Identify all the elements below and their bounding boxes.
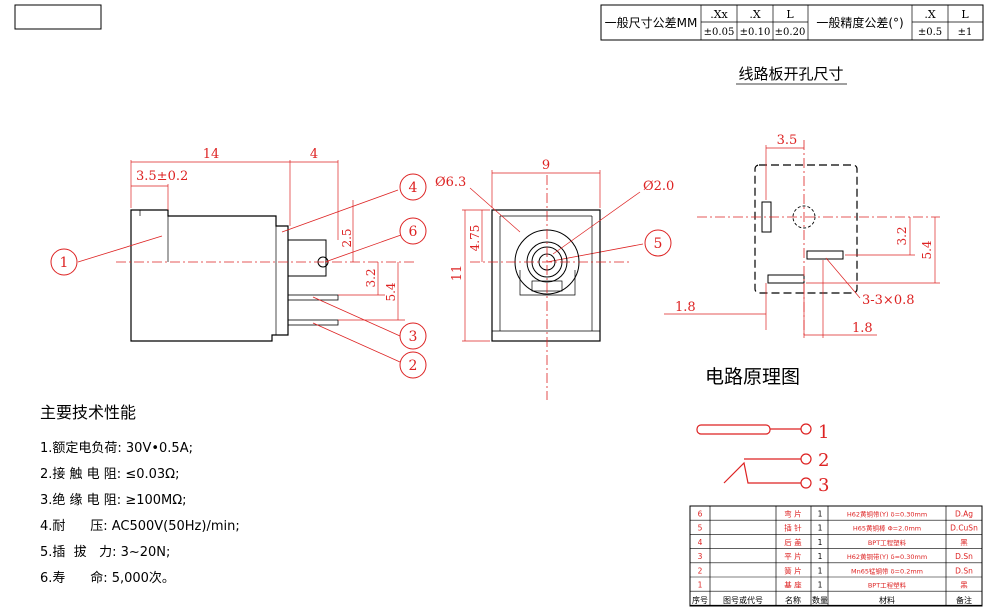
spec-item: 1.额定电负荷: 30V•0.5A;	[40, 441, 193, 456]
bom-cell-note: D.Ag	[955, 510, 973, 519]
specs-block: 主要技术性能 1.额定电负荷: 30V•0.5A; 2.接 触 电 阻: ≤0.…	[40, 403, 240, 586]
tol-mm-val: ±0.10	[740, 27, 771, 38]
bom-cell-note: 黑	[960, 538, 968, 547]
pcb-dim-top: 3.5	[777, 133, 798, 148]
spec-item: 5.插 拔 力: 3~20N;	[40, 545, 170, 560]
bom-cell-no: 2	[698, 566, 703, 575]
bom-cell-mat: H62黄铜带(Y) δ=0.30mm	[847, 552, 927, 561]
bom-cell-name: 插 针	[784, 523, 802, 533]
callout-2: 2	[409, 358, 418, 374]
bom-header: 数量	[812, 595, 828, 605]
bom-cell-note: D.CuSn	[950, 524, 978, 533]
dim-total-length: 14	[203, 147, 220, 162]
bom-cell-note: 黑	[960, 581, 968, 590]
spec-item: 4.耐 压: AC500V(50Hz)/min;	[40, 519, 240, 534]
dim-front-v1: 4.75	[468, 225, 482, 252]
bom-header: 序号	[692, 595, 708, 605]
bom-cell-note: D.Sn	[955, 552, 973, 561]
title-box	[14, 4, 102, 30]
dim-side-v3: 5.4	[384, 282, 398, 301]
bom-cell-name: 平 片	[784, 551, 801, 561]
bom-header: 材料	[879, 595, 895, 605]
pcb-title: 线路板开孔尺寸	[738, 65, 843, 83]
tol-mm-col: .X	[749, 8, 760, 21]
dim-side-v1: 2.5	[340, 228, 354, 247]
callout-3: 3	[409, 329, 418, 345]
tolerance-table: 一般尺寸公差MM .Xx .X L ±0.05 ±0.10 ±0.20 一般精度…	[600, 4, 984, 41]
tol-deg-col: .X	[924, 8, 935, 21]
tol-mm-val: ±0.05	[704, 27, 735, 38]
bom-cell-name: 弯 片	[784, 509, 801, 519]
spec-item: 3.绝 缘 电 阻: ≥100MΩ;	[40, 492, 187, 508]
dim-front-width: 9	[542, 158, 550, 173]
dim-dia-pin: Ø2.0	[643, 179, 674, 194]
bom-header: 备注	[956, 595, 972, 605]
pcb-dim-bottom: 1.8	[852, 321, 873, 336]
tol-deg-val: ±1	[958, 27, 973, 38]
specs-title: 主要技术性能	[40, 403, 136, 422]
tol-deg-col: L	[961, 8, 969, 21]
bom-cell-name: 后 盖	[784, 537, 802, 547]
callout-4-balloon	[399, 173, 427, 201]
bom-header: 名称	[785, 595, 801, 605]
circuit-pin-3: 3	[818, 475, 829, 496]
callout-1-balloon	[50, 248, 78, 276]
bom-cell-qty: 1	[818, 581, 823, 590]
bom-cell-name: 簧 片	[784, 565, 801, 575]
circuit-pin-2: 2	[818, 450, 829, 471]
callout-1: 1	[60, 255, 69, 271]
pcb-dim-slot: 3-3×0.8	[862, 293, 915, 308]
callout-2-balloon	[399, 351, 427, 379]
pcb-dim-left: 1.8	[675, 300, 696, 315]
tol-mm-col: L	[786, 8, 794, 21]
bom-cell-no: 4	[698, 538, 703, 547]
bom-header: 图号或代号	[723, 595, 763, 605]
tol-deg-val: ±0.5	[918, 27, 942, 38]
callout-3-balloon	[399, 322, 427, 350]
circuit-title: 电路原理图	[705, 366, 800, 388]
callout-6: 6	[409, 224, 418, 240]
callout-5-balloon	[644, 229, 672, 257]
bom-cell-no: 6	[698, 510, 703, 519]
bom-cell-mat: Mn65锰钢带 δ=0.2mm	[851, 566, 923, 575]
callout-6-balloon	[399, 217, 427, 245]
dim-side-v2: 3.2	[364, 268, 378, 287]
circuit-diagram: 电路原理图 1 2 3	[696, 366, 829, 496]
dim-dia-outer: Ø6.3	[435, 175, 466, 190]
tol-mm-col: .Xx	[710, 8, 728, 21]
pcb-layout: 线路板开孔尺寸 3.5 3.2 5.4 1.8 1.8 3-3×0.8	[664, 65, 940, 338]
bom-cell-mat: H65黄铜棒 Φ=2.0mm	[853, 524, 921, 533]
bom-cell-qty: 1	[818, 510, 823, 519]
tol-mm-val: ±0.20	[775, 27, 806, 38]
bom-cell-qty: 1	[818, 566, 823, 575]
dim-right-length: 4	[310, 147, 318, 162]
bom-cell-mat: BPT工程塑料	[868, 581, 907, 590]
tol-deg-label: 一般精度公差(°)	[816, 15, 903, 30]
circuit-pin-1: 1	[818, 422, 829, 443]
bom-cell-qty: 1	[818, 524, 823, 533]
bom-cell-name: 基 座	[784, 580, 802, 590]
bom-cell-qty: 1	[818, 552, 823, 561]
spec-item: 2.接 触 电 阻: ≤0.03Ω;	[40, 466, 179, 482]
bom-cell-qty: 1	[818, 538, 823, 547]
dim-front-v2: 11	[450, 265, 465, 282]
bom-cell-mat: H62黄铜带(Y) δ=0.30mm	[847, 510, 927, 519]
side-view: 14 4 3.5±0.2 2.5 3.2 5.4	[116, 147, 415, 342]
pcb-dim-v2: 5.4	[920, 240, 934, 259]
dim-left-offset: 3.5±0.2	[136, 169, 188, 184]
bom-cell-no: 5	[698, 524, 703, 533]
front-view: 9 Ø6.3 Ø2.0 4.75 11	[435, 158, 674, 400]
pcb-dim-v1: 3.2	[895, 226, 909, 245]
bom-cell-no: 1	[698, 581, 703, 590]
callouts: 1 4 6 3 2 5	[50, 173, 672, 379]
bom-cell-mat: BPT工程塑料	[868, 538, 907, 547]
spec-item: 6.寿 命: 5,000次。	[40, 570, 175, 586]
bom-cell-no: 3	[698, 552, 703, 561]
callout-4: 4	[409, 180, 418, 196]
callout-5: 5	[654, 236, 663, 252]
tol-mm-label: 一般尺寸公差MM	[605, 15, 698, 30]
bom-cell-note: D.Sn	[955, 566, 973, 575]
